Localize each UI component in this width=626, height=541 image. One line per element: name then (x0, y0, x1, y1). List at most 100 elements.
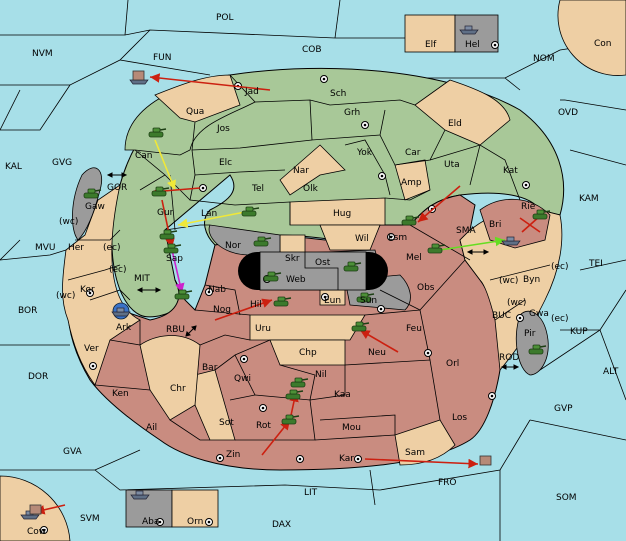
sea-rbu: RBU (166, 325, 185, 335)
sea-mit: MIT (134, 274, 150, 284)
label-olk: Olk (303, 184, 319, 194)
sea-kal: KAL (5, 162, 22, 172)
label-ail: Ail (146, 423, 157, 433)
label-amp: Amp (401, 178, 422, 188)
sea-nvm: NVM (32, 49, 53, 59)
coast-mark-ec: (ec) (109, 265, 127, 275)
label-qwi: Qwi (234, 374, 251, 384)
label-sch: Sch (330, 89, 346, 99)
label-rie: Rie (521, 202, 536, 212)
coast-mark-wc: (wc) (59, 217, 78, 227)
units (20, 25, 551, 520)
territory-hel[interactable] (454, 14, 499, 53)
territory-eld[interactable] (414, 79, 511, 146)
label-mel: Mel (406, 253, 422, 263)
territory-gaw[interactable] (72, 167, 102, 241)
supply-center-icon (354, 455, 362, 463)
sea-fro: FRO (438, 478, 457, 488)
label-eld: Eld (448, 119, 462, 129)
supply-center-icon (240, 355, 248, 363)
territory-chr[interactable] (139, 335, 201, 421)
sea-gor: GOR (107, 183, 127, 193)
territory-orn[interactable] (171, 489, 219, 528)
sea-rod: ROD (499, 353, 519, 363)
label-neu: Neu (368, 348, 386, 358)
sea-lit: LIT (304, 488, 318, 498)
order-arrows (34, 73, 541, 515)
label-eun: Eun (324, 296, 341, 306)
label-obs: Obs (417, 283, 435, 293)
label-tel: Tel (251, 184, 264, 194)
territory-pir[interactable] (515, 310, 549, 376)
label-elc: Elc (219, 158, 232, 168)
label-ost: Ost (315, 258, 331, 268)
label-chr: Chr (170, 384, 186, 394)
supply-center-icon (387, 233, 395, 241)
label-nar: Nar (293, 166, 309, 176)
supply-center-icon (216, 454, 224, 462)
coast-mark-wc: (wc) (56, 291, 75, 301)
supply-center-icon (205, 288, 213, 296)
sea-buc: BUC (492, 311, 511, 321)
label-car: Car (405, 148, 421, 158)
sea-nom: NOM (533, 54, 555, 64)
label-elf: Elf (425, 40, 437, 50)
supply-center-icon (516, 314, 524, 322)
supply-center-icon (205, 518, 213, 526)
sea-kam: KAM (579, 194, 599, 204)
territory-bri[interactable] (479, 198, 551, 249)
supply-center-icon (491, 41, 499, 49)
label-kar: Kar (339, 454, 354, 464)
territory-wil[interactable] (319, 224, 381, 251)
territory-sam[interactable] (394, 419, 456, 466)
label-her: Her (68, 243, 84, 253)
supply-center-icon (296, 455, 304, 463)
territory-label-con: Con (594, 39, 612, 49)
sea-fun: FUN (153, 53, 172, 63)
territory-qua[interactable] (154, 74, 241, 123)
label-rot: Rot (256, 421, 271, 431)
coast-mark-ec: (ec) (551, 314, 569, 324)
supply-center-icon (321, 293, 329, 301)
label-mou: Mou (342, 423, 361, 433)
sea-mvu: MVU (35, 243, 56, 253)
label-aba: Aba (142, 517, 159, 527)
unit-marker (132, 70, 145, 81)
coast-mark-ec: (ec) (103, 243, 121, 253)
territory-labels: Jad Sch Qua Jos Grh Eld Can Elc Car Yok … (27, 40, 569, 537)
supply-center-icon (488, 392, 496, 400)
label-web: Web (286, 275, 306, 285)
supply-center-icon (424, 349, 432, 357)
sea-gva: GVA (63, 447, 83, 457)
supply-center-icon (40, 526, 48, 534)
label-esm: Esm (388, 233, 407, 243)
supply-center-icon (259, 404, 267, 412)
territory-con[interactable] (557, 0, 626, 76)
label-kor: Kor (80, 285, 95, 295)
label-hel: Hel (465, 40, 480, 50)
passage-arrows (106, 172, 520, 370)
label-ark: Ark (116, 323, 132, 333)
supply-center-icon (378, 172, 386, 180)
label-nil: Nil (315, 370, 327, 380)
label-chp: Chp (299, 348, 317, 358)
sea-dor: DOR (28, 372, 48, 382)
territory-uru[interactable] (249, 314, 366, 341)
label-kaa: Kaa (334, 390, 351, 400)
unit-marker (479, 455, 492, 466)
label-orn: Orn (187, 517, 203, 527)
sea-gvg: GVG (52, 158, 72, 168)
territory-nar[interactable] (279, 144, 346, 196)
sea-svm: SVM (80, 514, 100, 524)
label-orl: Orl (446, 359, 459, 369)
label-wil: Wil (355, 234, 369, 244)
supply-center-icon (156, 518, 164, 526)
label-cow: Cow (27, 527, 46, 537)
supply-center-icon (199, 184, 207, 192)
supply-centers (40, 41, 530, 534)
sea-pol: POL (216, 13, 234, 23)
label-sot: Sot (219, 418, 234, 428)
label-los: Los (452, 413, 467, 423)
label-ken: Ken (112, 389, 129, 399)
